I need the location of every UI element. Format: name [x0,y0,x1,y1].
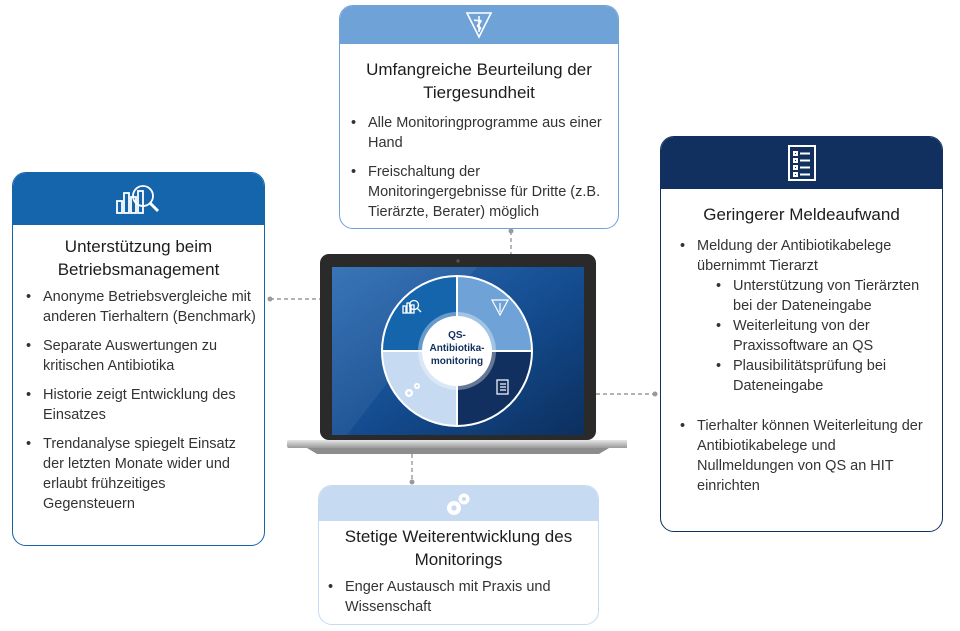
list-item: Trendanalyse spiegelt Einsatz der letzte… [26,434,256,514]
gears-icon [446,493,469,515]
card-betriebsmanagement: Unterstützung beim Betriebsmanagement An… [12,172,265,546]
card-title: Stetige Weiterentwicklung des Monitoring… [344,527,573,569]
list-item: Historie zeigt Entwicklung des Einsatzes [26,385,256,425]
card-header [340,6,618,44]
center-label-line2: Antibiotika- [430,343,485,354]
bullet-list: Alle Monitoringprogramme aus einer Hand … [340,113,618,222]
card-meldeaufwand: Geringerer Meldeaufwand Meldung der Anti… [660,136,943,532]
list-item: Enger Austausch mit Praxis und Wissensch… [328,577,592,617]
checklist-icon [787,145,816,181]
center-label-line1: QS- [448,330,466,341]
bullet-list: Anonyme Betriebsvergleiche mit anderen T… [13,287,264,514]
card-weiterentwicklung: Stetige Weiterentwicklung des Monitoring… [318,485,599,625]
card-header [661,137,942,189]
mini-checklist-icon [496,379,509,395]
list-item: Unterstützung von Tierärzten bei der Dat… [716,276,936,316]
laptop-illustration: QS- Antibiotika- monitoring [287,254,627,454]
bullet-list: Enger Austausch mit Praxis und Wissensch… [319,577,598,617]
center-label-line3: monitoring [431,356,483,367]
mini-gears-icon [405,383,420,397]
mini-caduceus-icon [491,299,509,317]
list-item: Tierhalter können Weiterleitung der Anti… [680,416,936,496]
caduceus-icon [465,12,493,39]
card-header [13,173,264,225]
list-item: Anonyme Betriebsvergleiche mit anderen T… [26,287,256,327]
bullet-list: Meldung der Antibiotikabelege übernimmt … [661,236,942,496]
list-item: Meldung der Antibiotikabelege übernimmt … [680,236,936,276]
card-tiergesundheit: Umfangreiche Beurteilung der Tiergesundh… [339,5,619,229]
magnifier-chart-icon [115,185,159,214]
list-item: Weiterleitung von der Praxissoftware an … [716,316,936,356]
card-title: Geringerer Meldeaufwand [703,205,900,224]
list-item: Alle Monitoringprogramme aus einer Hand [351,113,612,153]
card-header [319,486,598,521]
list-item: Plausibilitätsprüfung bei Dateneingabe [716,356,936,396]
card-title: Unterstützung beim Betriebsmanagement [57,237,220,279]
card-title: Umfangreiche Beurteilung der Tiergesundh… [366,60,592,102]
mini-magnifier-chart-icon [402,299,422,314]
list-item: Freischaltung der Monitoringergebnisse f… [351,162,612,222]
list-item: Separate Auswertungen zu kritischen Anti… [26,336,256,376]
